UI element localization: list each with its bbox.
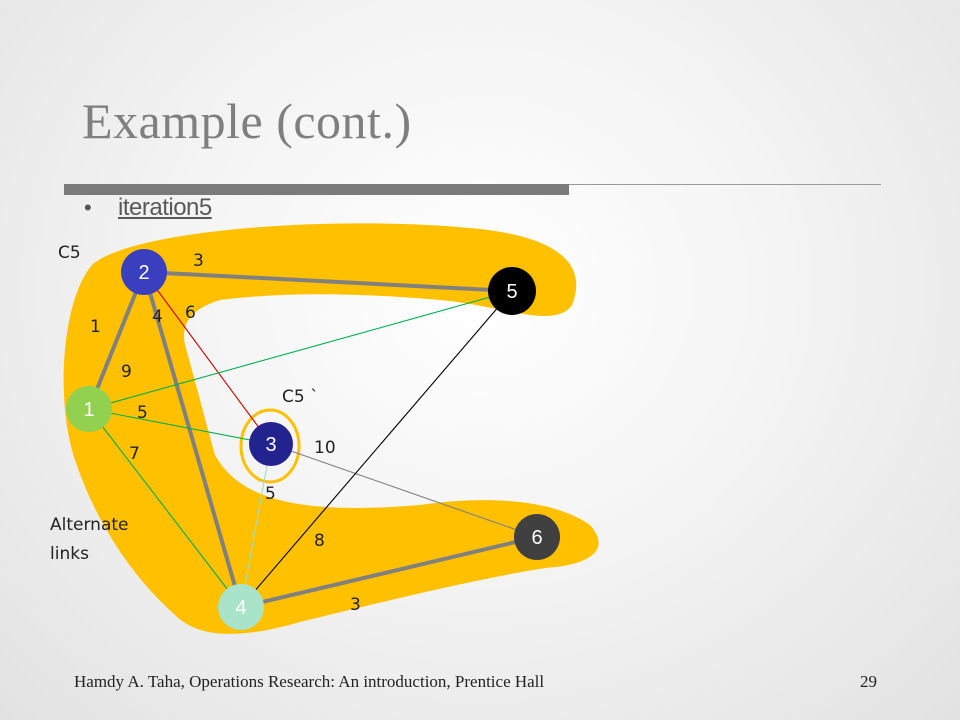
edge-1-3 [88,408,272,445]
edge-2-4 [142,271,243,608]
edge-2-5 [143,270,513,293]
weight-label-3-4: 5 [265,484,276,504]
node-5-label: 5 [506,281,517,303]
cluster-c5-prime-label: C5 ` [282,387,319,407]
alternate-links-label-line2: links [50,544,89,564]
edge-1-4 [88,408,242,608]
edge-1-5 [88,290,513,410]
node-1-label: 1 [83,399,94,421]
edge-3-4 [240,443,272,608]
edge-4-6 [240,535,538,609]
bullet-marker: • [84,195,92,220]
footer-citation: Hamdy A. Taha, Operations Research: An i… [74,672,545,691]
node-2: 2 [121,249,167,295]
node-4-circle [218,584,264,630]
node-3-label: 3 [265,434,276,456]
node-6-label: 6 [531,527,542,549]
node-4-label: 4 [235,597,246,619]
title-underline-thin [569,184,881,185]
node-3-circle [249,422,293,466]
page-number: 29 [860,672,877,691]
node-6-circle [514,514,560,560]
weight-label-4-6: 3 [350,595,361,615]
weight-label-2-5: 3 [193,251,204,271]
nodes: 2 5 1 3 6 4 [66,249,560,630]
bullet-iteration[interactable]: iteration5 [118,194,212,221]
node-1-circle [66,386,112,432]
weight-label-1-5: 9 [121,362,132,382]
node-5-circle [488,267,536,315]
node-2-label: 2 [138,262,149,284]
cluster-c5-highlight [63,223,599,634]
edge-2-3 [143,271,272,445]
alternate-links-label-line1: Alternate [50,515,128,535]
weight-label-3-6: 10 [314,438,336,458]
node-4: 4 [218,584,264,630]
node-6: 6 [514,514,560,560]
weight-label-2-3: 6 [185,303,196,323]
weight-label-1-4: 7 [129,444,140,464]
node-5: 5 [488,267,536,315]
node-3: 3 [249,422,293,466]
node-2-circle [121,249,167,295]
node-1: 1 [66,386,112,432]
weight-label-2-4: 4 [152,307,163,327]
weight-label-1-2: 1 [90,317,101,337]
weight-label-5-4: 8 [314,531,325,551]
edges [87,270,538,609]
edge-5-4 [240,290,513,608]
cluster-c5-prime-ring [239,408,301,484]
edge-1-2 [87,271,146,410]
edge-3-6 [270,443,538,538]
title-underline-thick [64,184,569,195]
weight-label-1-3: 5 [137,403,148,423]
slide-title: Example (cont.) [82,93,412,149]
cluster-c5-label: C5 [58,243,81,263]
